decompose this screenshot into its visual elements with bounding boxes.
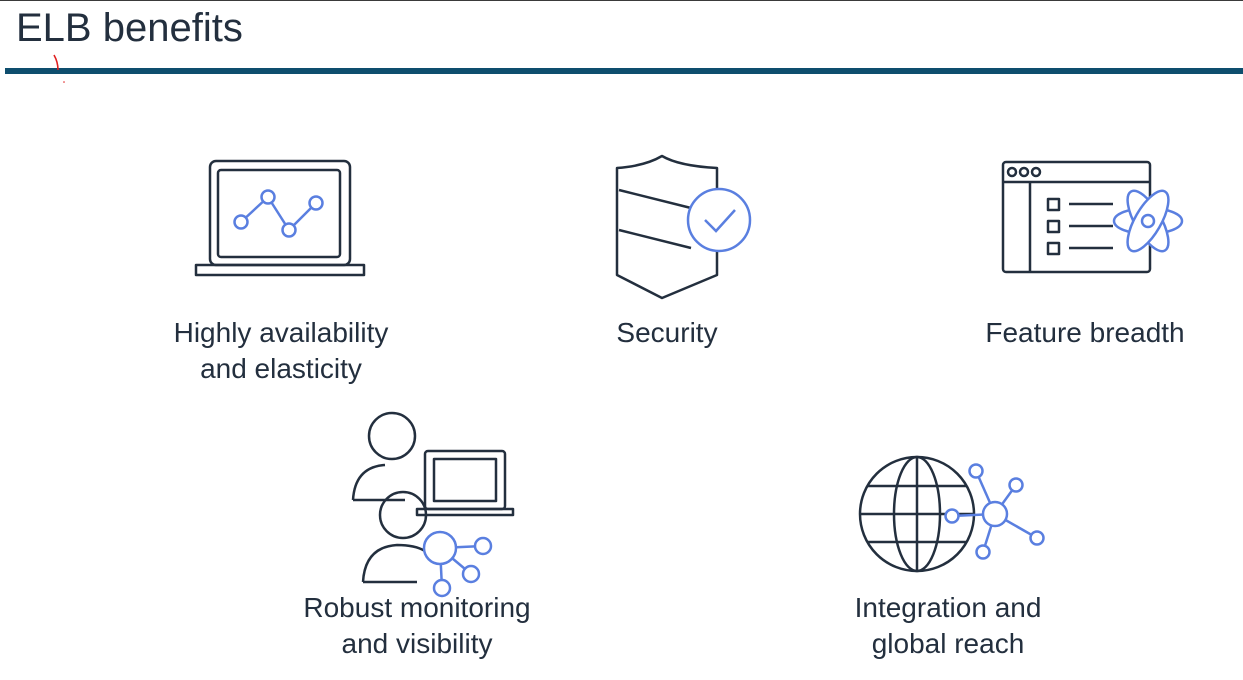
- globe-network-icon: [858, 455, 1045, 573]
- benefit-label-integration: Integration and global reach: [854, 592, 1042, 659]
- benefit-label-features: Feature breadth: [985, 317, 1185, 348]
- title-underline-bar: [5, 68, 1243, 74]
- users-laptop-network-icon: [351, 411, 515, 598]
- slide-title: ELB benefits: [16, 6, 243, 50]
- benefit-label-monitoring: Robust monitoring and visibility: [303, 592, 531, 659]
- window-checklist-atom-icon: [1001, 160, 1184, 274]
- benefit-label-security: Security: [616, 317, 718, 348]
- shield-check-icon: [615, 154, 752, 300]
- top-border-line: [0, 0, 1243, 1]
- benefit-label-availability: Highly availability and elasticity: [173, 317, 389, 384]
- laptop-chart-icon: [194, 159, 366, 277]
- annotation-mark-icon: [53, 54, 65, 83]
